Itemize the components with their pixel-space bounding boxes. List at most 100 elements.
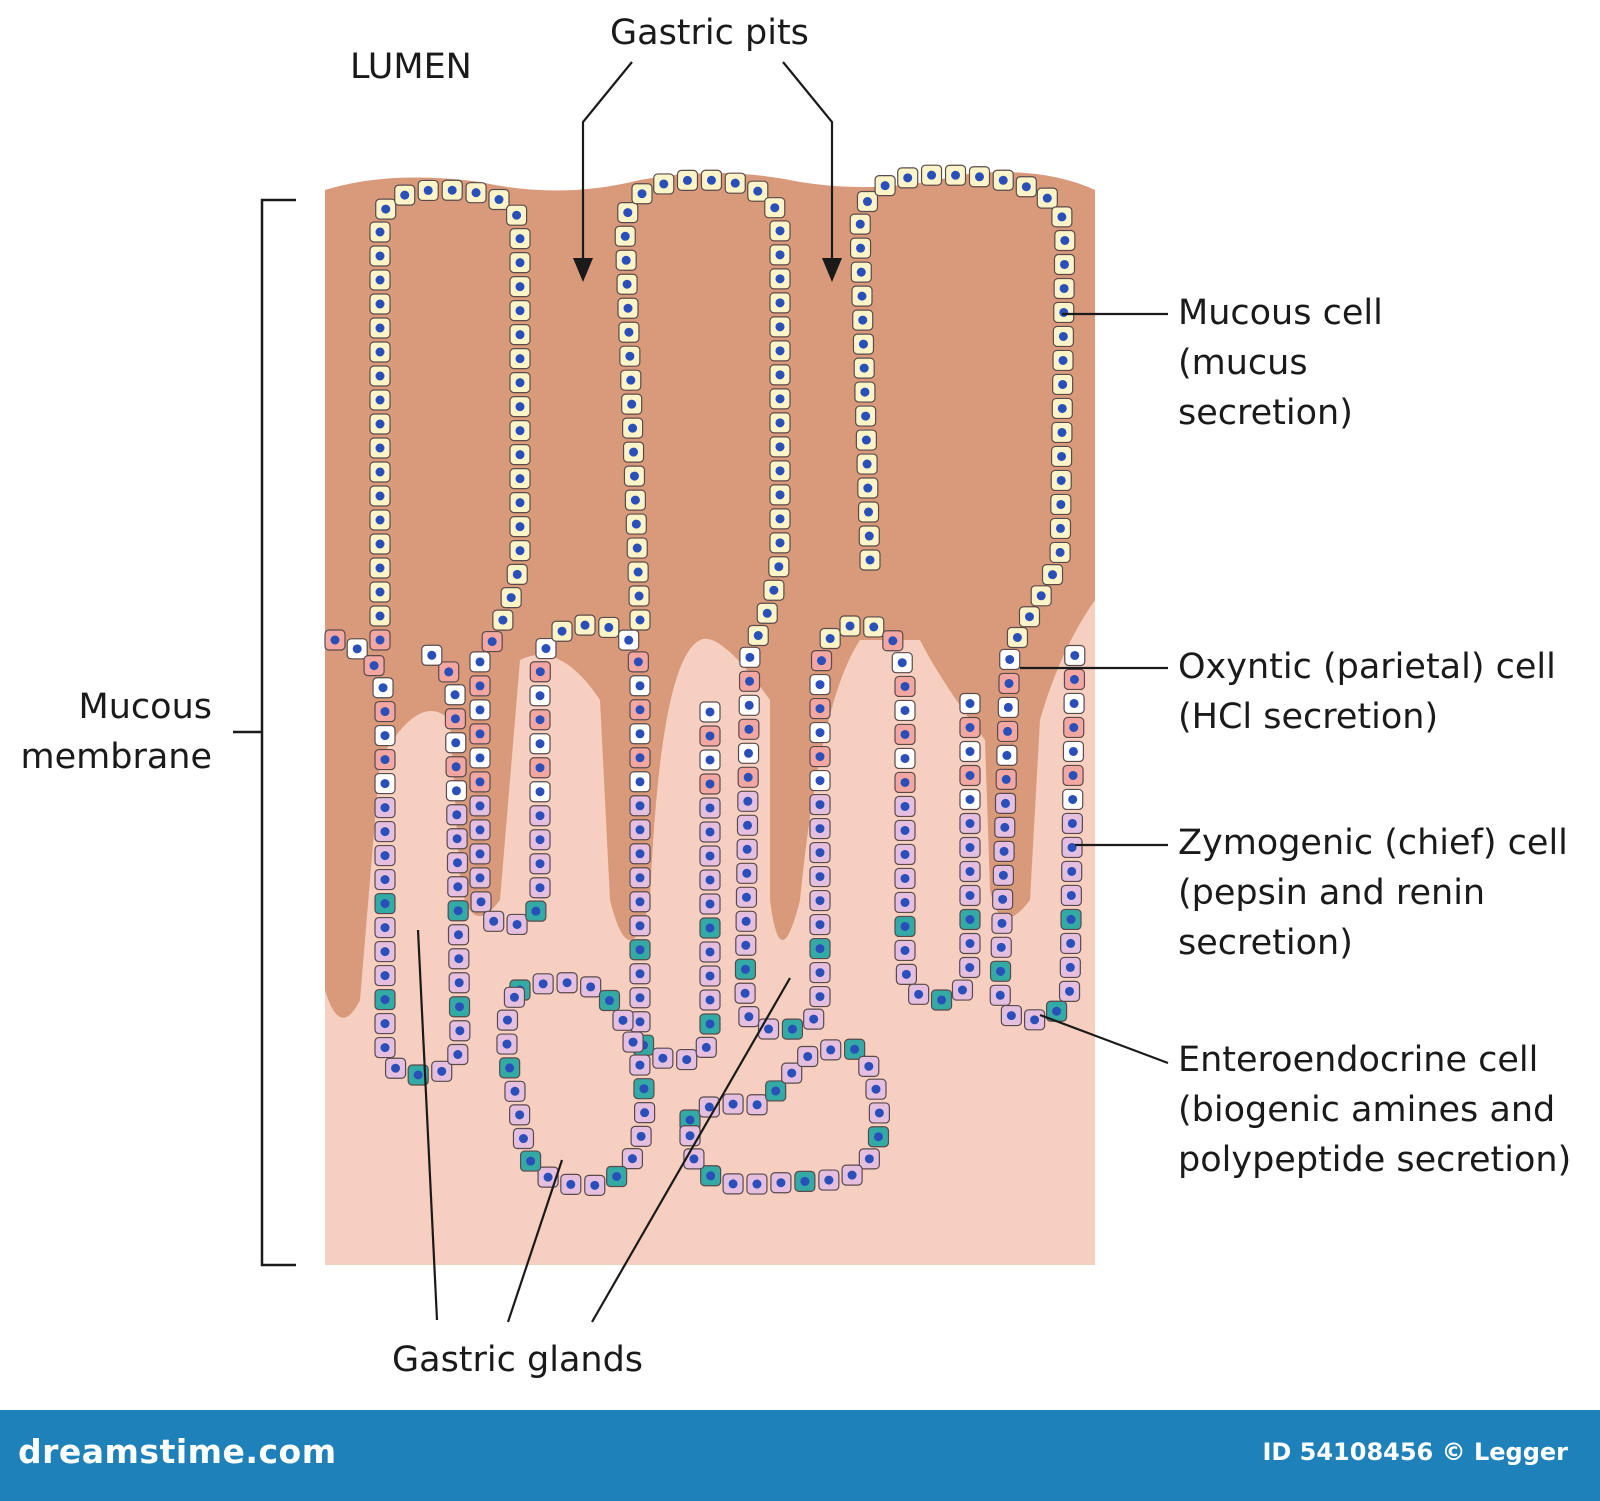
cell-nucleus [705,875,715,885]
cell-nucleus [375,587,385,597]
cell-nucleus [515,330,525,340]
cell-nucleus [900,849,910,859]
cell-nucleus [1012,632,1022,642]
cell-nucleus [815,704,825,714]
cell-nucleus [515,426,525,436]
cell-nucleus [774,562,784,572]
cell-nucleus [900,753,910,763]
cell-nucleus [626,375,636,385]
cell-nucleus [705,899,715,909]
cell-nucleus [1000,822,1010,832]
cell-nucleus [427,650,437,660]
cell-nucleus [815,752,825,762]
cell-nucleus [855,219,865,229]
cell-nucleus [635,801,645,811]
cell-nucleus [452,858,462,868]
cell-nucleus [957,985,967,995]
cell-nucleus [682,175,692,185]
arrowheads [573,258,842,282]
cell-nucleus [776,1178,786,1188]
cell-nucleus [1059,259,1069,269]
cell-nucleus [864,1154,874,1164]
cell-nucleus [535,739,545,749]
cell-nucleus [535,667,545,677]
cell-nucleus [815,944,825,954]
cell-nucleus [1068,770,1078,780]
cell-nucleus [451,786,461,796]
gastric-gland-leader-1 [416,929,439,1321]
cell-nucleus [1069,722,1079,732]
cell-nucleus [1055,523,1065,533]
cell-nucleus [753,631,763,641]
cell-nucleus [803,1051,813,1061]
cell-nucleus [965,962,975,972]
cell-nucleus [612,1171,622,1181]
cell-nucleus [629,447,639,457]
cell-nucleus [897,658,907,668]
enteroendocrine-cell-leader [1039,1013,1169,1065]
cell-nucleus [900,921,910,931]
cell-nucleus [451,762,461,772]
cell-nucleus [604,996,614,1006]
cell-nucleus [705,947,715,957]
cell-nucleus [744,724,754,734]
cell-nucleus [444,667,454,677]
cell-nucleus [685,1115,695,1125]
cell-nucleus [380,731,390,741]
cell-nucleus [742,868,752,878]
cell-nucleus [1065,986,1075,996]
cell-nucleus [502,1039,512,1049]
cell-nucleus [1052,1006,1062,1016]
gastric-pit-arrow-right [782,61,834,272]
cell-nucleus [375,563,385,573]
cell-nucleus [375,323,385,333]
cell-nucleus [1057,212,1067,222]
cell-nucleus [515,258,525,268]
cell-nucleus [498,615,508,625]
cell-nucleus [998,870,1008,880]
cell-nucleus [965,891,975,901]
cell-nucleus [728,1099,738,1109]
cell-nucleus [631,519,641,529]
cell-nucleus [380,779,390,789]
cell-nucleus [815,776,825,786]
cell-nucleus [622,279,632,289]
cell-nucleus [590,1180,600,1190]
cell-nucleus [856,243,866,253]
site-logo[interactable]: dreamstime.com [18,1432,337,1471]
cell-nucleus [1065,962,1075,972]
cell-nucleus [787,1068,797,1078]
gastric-glands-label: Gastric glands [392,1340,644,1380]
cell-nucleus [825,634,835,644]
cell-nucleus [1056,475,1066,485]
cell-nucleus [706,1171,716,1181]
cell-nucleus [1067,866,1077,876]
cell-nucleus [640,1108,650,1118]
cell-nucleus [775,370,785,380]
cell-nucleus [526,1156,536,1166]
cell-nucleus [745,652,755,662]
cell-nucleus [815,920,825,930]
mucous-cell-label: Mucous cell (mucus secretion) [1178,288,1383,438]
cell-nucleus [1005,654,1015,664]
cell-nucleus [871,1084,881,1094]
cell-nucleus [624,327,634,337]
cell-nucleus [775,250,785,260]
cell-nucleus [629,471,639,481]
zymogenic-cell-label: Zymogenic (chief) cell (pepsin and renin… [1178,818,1568,968]
cell-nucleus [770,203,780,213]
cell-nucleus [515,522,525,532]
cell-nucleus [815,872,825,882]
cell-nucleus [535,835,545,845]
cell-nucleus [815,848,825,858]
mucous-membrane-line-2: membrane [20,737,213,777]
cell-nucleus [535,763,545,773]
cell-nucleus [450,714,460,724]
cell-nucleus [705,803,715,813]
cell-nucleus [538,979,548,989]
cell-nucleus [1068,746,1078,756]
cell-nucleus [380,827,390,837]
cell-nucleus [775,514,785,524]
cell-nucleus [380,995,390,1005]
cell-nucleus [475,873,485,883]
